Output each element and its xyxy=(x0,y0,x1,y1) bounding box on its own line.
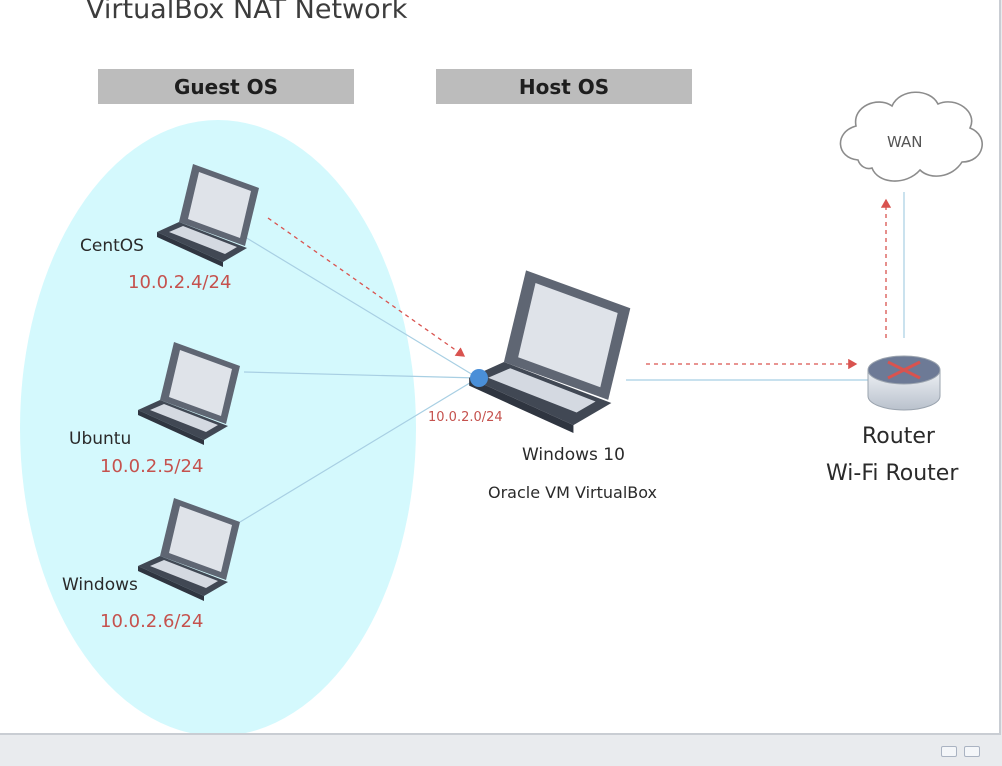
windows-guest-label: Windows xyxy=(62,575,138,595)
nat-network-dot xyxy=(470,369,488,387)
status-icons xyxy=(941,746,980,757)
guest-os-header: Guest OS xyxy=(98,69,354,104)
centos-label: CentOS xyxy=(80,236,144,256)
link-windows xyxy=(239,377,479,523)
router-icon xyxy=(867,355,941,411)
centos-ip: 10.0.2.4/24 xyxy=(128,272,232,293)
host-os-header: Host OS xyxy=(436,69,692,104)
wan-label: WAN xyxy=(887,133,923,151)
windows-guest-ip: 10.0.2.6/24 xyxy=(100,611,204,632)
ubuntu-label: Ubuntu xyxy=(69,429,132,449)
nat-network-label: 10.0.2.0/24 xyxy=(428,410,503,425)
slide: VirtualBox NAT Network Guest OS Host OS … xyxy=(0,0,1001,735)
laptop-icon xyxy=(157,164,259,267)
nat-network-diagram xyxy=(20,91,983,733)
router-label: Router xyxy=(862,424,935,449)
link-ubuntu xyxy=(243,371,479,379)
host-os-name: Windows 10 xyxy=(522,445,625,465)
status-icon[interactable] xyxy=(964,746,980,757)
status-bar xyxy=(0,735,1002,766)
laptop-icon xyxy=(138,498,240,601)
laptop-icon xyxy=(138,342,240,445)
host-software: Oracle VM VirtualBox xyxy=(488,483,658,502)
diagram-title: VirtualBox NAT Network xyxy=(86,0,408,25)
host-laptop-icon xyxy=(469,270,631,434)
wifi-router-label: Wi-Fi Router xyxy=(826,461,959,486)
status-icon[interactable] xyxy=(941,746,957,757)
link-centos xyxy=(239,233,479,379)
ubuntu-ip: 10.0.2.5/24 xyxy=(100,456,204,477)
wan-cloud-icon xyxy=(839,91,983,182)
